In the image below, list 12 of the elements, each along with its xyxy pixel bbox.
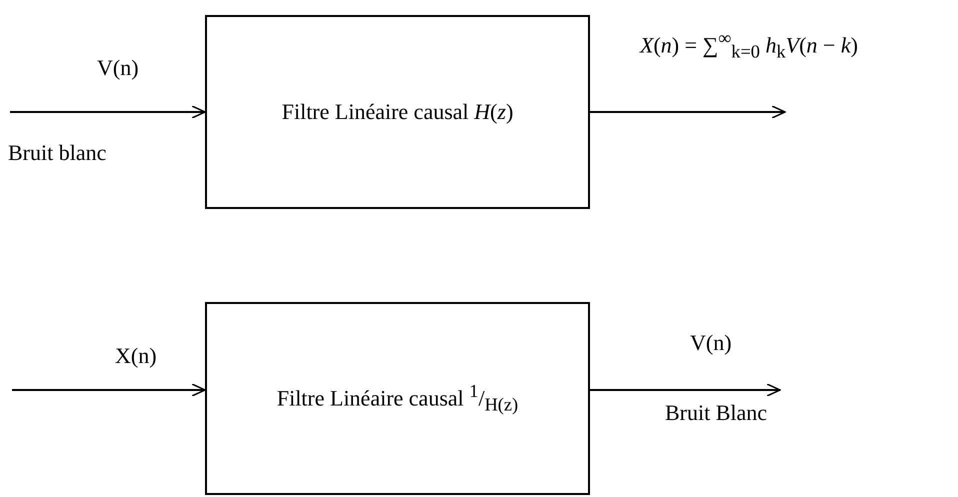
signal-note: Bruit Blanc — [665, 400, 768, 426]
edge-label: V(n) — [97, 55, 139, 81]
filter-box — [205, 15, 590, 209]
filter-box — [205, 302, 590, 495]
signal-note: Bruit blanc — [8, 140, 106, 166]
edge-label: X(n) — [115, 343, 157, 369]
arrow — [590, 105, 786, 119]
arrow — [590, 383, 781, 397]
edge-label: X(n) = ∑$^{∞}$$_{k=0}$ h$_{k}$V(n − k) — [640, 28, 858, 63]
edge-label: V(n) — [690, 330, 732, 356]
arrow — [12, 383, 206, 397]
arrow — [10, 105, 206, 119]
